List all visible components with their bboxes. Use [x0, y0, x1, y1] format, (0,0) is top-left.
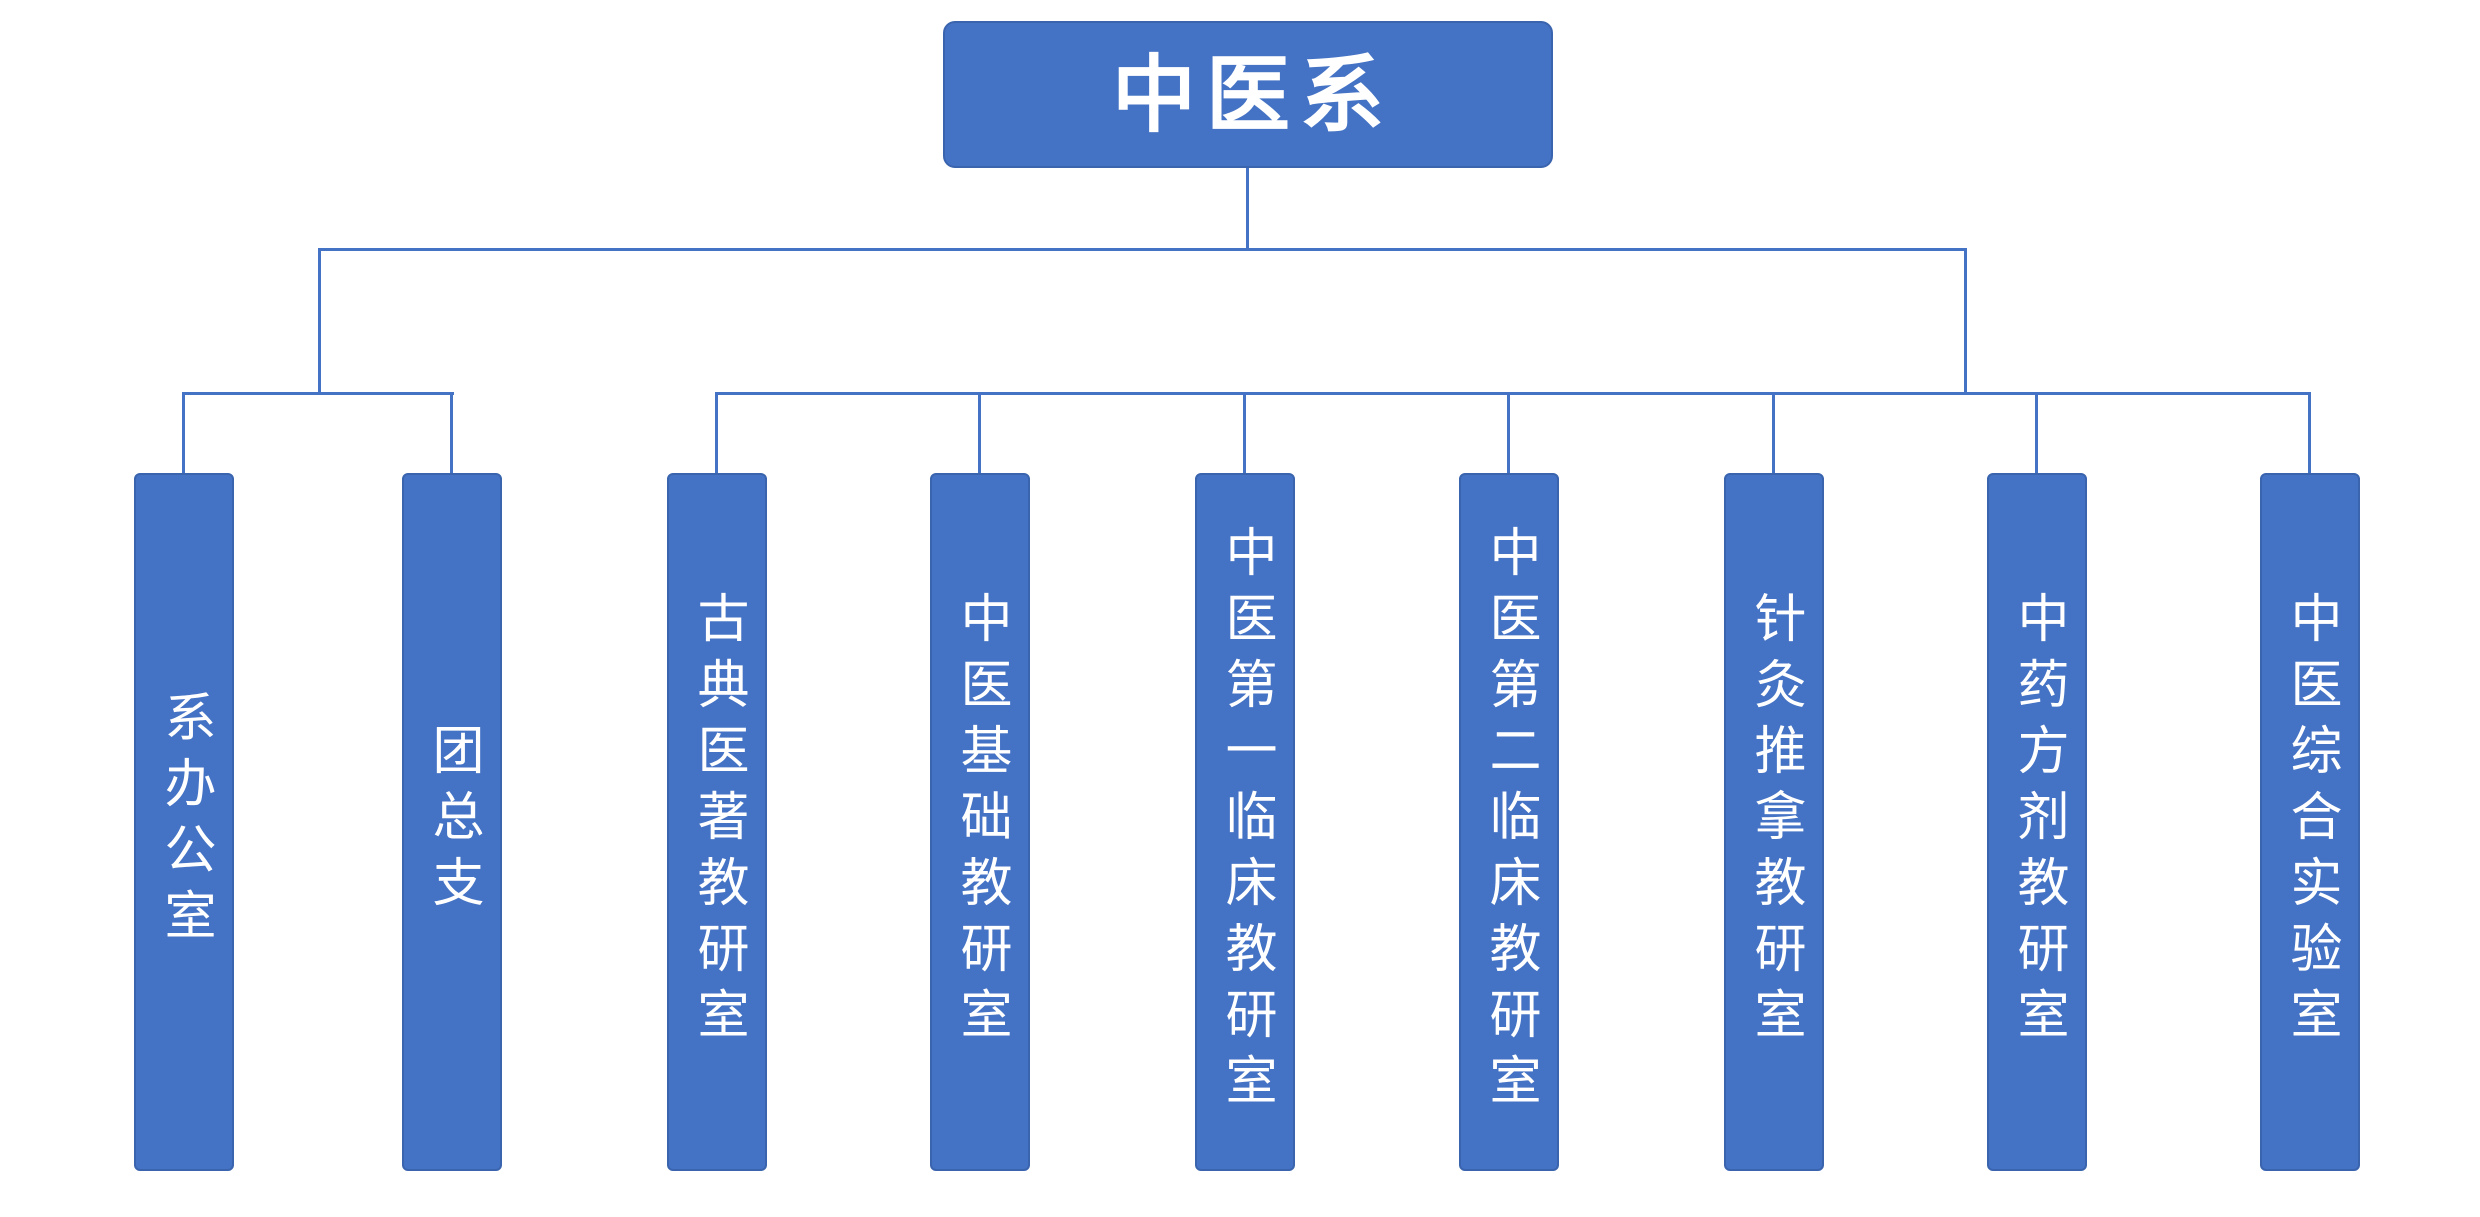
node-comprehensive-lab-label: 中医综合实验室 — [2282, 591, 2339, 1053]
node-second-clinical: 中医第二临床教研室 — [1459, 473, 1559, 1171]
node-acupuncture-tuina-label: 针灸推拿教研室 — [1746, 591, 1803, 1053]
connector-left-group-horizontal — [182, 392, 454, 395]
org-node-root: 中医系 — [943, 21, 1553, 168]
connector-drop-3 — [715, 395, 718, 473]
connector-drop-8 — [2035, 395, 2038, 473]
node-league-general-branch: 团总支 — [402, 473, 502, 1171]
connector-level1-horizontal — [318, 248, 1967, 251]
connector-right-branch-vertical — [1964, 248, 1967, 395]
org-node-root-label: 中医系 — [1111, 47, 1394, 142]
connector-drop-1 — [182, 395, 185, 473]
connector-left-branch-vertical — [318, 248, 321, 395]
connector-drop-6 — [1507, 395, 1510, 473]
node-first-clinical: 中医第一临床教研室 — [1195, 473, 1295, 1171]
connector-drop-2 — [450, 395, 453, 473]
node-tcm-foundation: 中医基础教研室 — [930, 473, 1030, 1171]
node-classical-medical-literature-label: 古典医著教研室 — [689, 591, 746, 1053]
node-second-clinical-label: 中医第二临床教研室 — [1481, 525, 1538, 1119]
connector-drop-7 — [1772, 395, 1775, 473]
connector-right-group-horizontal — [715, 392, 2311, 395]
node-league-general-branch-label: 团总支 — [424, 723, 481, 921]
node-first-clinical-label: 中医第一临床教研室 — [1217, 525, 1274, 1119]
node-dept-office-label: 系办公室 — [156, 690, 213, 954]
node-acupuncture-tuina: 针灸推拿教研室 — [1724, 473, 1824, 1171]
node-tcm-foundation-label: 中医基础教研室 — [952, 591, 1009, 1053]
connector-drop-9 — [2308, 395, 2311, 473]
node-herbal-formulas-label: 中药方剂教研室 — [2009, 591, 2066, 1053]
connector-drop-5 — [1243, 395, 1246, 473]
connector-drop-4 — [978, 395, 981, 473]
node-herbal-formulas: 中药方剂教研室 — [1987, 473, 2087, 1171]
node-comprehensive-lab: 中医综合实验室 — [2260, 473, 2360, 1171]
node-dept-office: 系办公室 — [134, 473, 234, 1171]
connector-root-stem — [1246, 168, 1249, 249]
node-classical-medical-literature: 古典医著教研室 — [667, 473, 767, 1171]
